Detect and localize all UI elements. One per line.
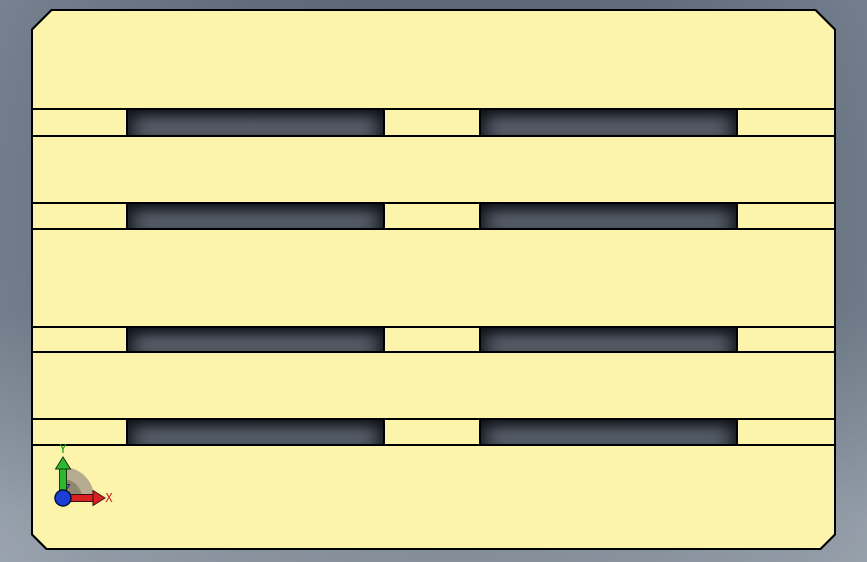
pallet-recess <box>128 204 383 228</box>
pallet-recess <box>481 110 736 135</box>
pallet-block[interactable] <box>738 328 834 351</box>
pallet-block[interactable] <box>385 204 479 228</box>
pallet-block[interactable] <box>385 420 479 444</box>
x-axis-label: X <box>105 491 113 505</box>
pallet-block[interactable] <box>385 110 479 135</box>
pallet-recess <box>128 420 383 444</box>
deck-board-4[interactable] <box>33 353 834 418</box>
top-deck-board[interactable] <box>33 11 834 108</box>
deck-board-2[interactable] <box>33 137 834 202</box>
pallet-rows-container <box>33 11 834 548</box>
pallet-recess <box>481 420 736 444</box>
block-row-4 <box>33 420 834 444</box>
z-origin-dot <box>54 489 72 507</box>
pallet-block[interactable] <box>33 420 126 444</box>
y-axis-arrow <box>54 456 72 499</box>
pallet-block[interactable] <box>385 328 479 351</box>
pallet-model[interactable] <box>31 9 836 550</box>
pallet-recess <box>128 328 383 351</box>
block-row-1 <box>33 110 834 135</box>
block-row-2 <box>33 204 834 228</box>
origin-axis-indicator: Z Y X <box>54 442 113 507</box>
pallet-block[interactable] <box>33 110 126 135</box>
bottom-deck-board[interactable] <box>33 446 834 548</box>
pallet-block[interactable] <box>33 328 126 351</box>
pallet-recess <box>481 328 736 351</box>
y-axis-label: Y <box>59 442 67 456</box>
pallet-block[interactable] <box>738 420 834 444</box>
pallet-block[interactable] <box>33 204 126 228</box>
block-row-3 <box>33 328 834 351</box>
pallet-block[interactable] <box>738 204 834 228</box>
pallet-block[interactable] <box>738 110 834 135</box>
middle-deck-board[interactable] <box>33 230 834 326</box>
pallet-recess <box>481 204 736 228</box>
pallet-recess <box>128 110 383 135</box>
